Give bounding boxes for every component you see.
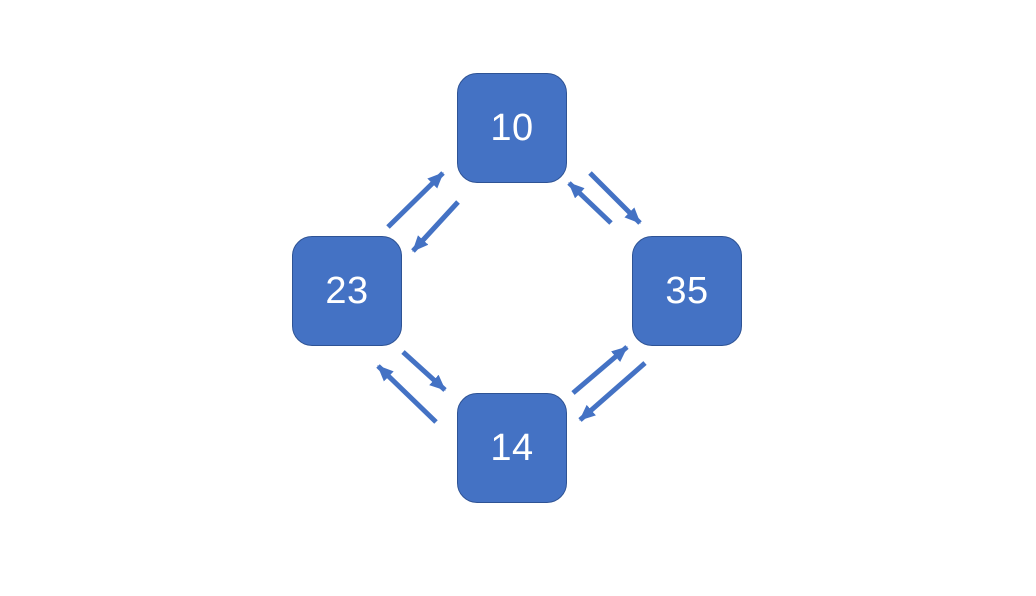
- node-bottom-label: 14: [490, 427, 534, 469]
- node-top: 10: [457, 73, 567, 183]
- arrow-right-to-top: [567, 181, 613, 225]
- arrow-bottom-to-left: [376, 364, 438, 424]
- arrow-bottom-to-right: [571, 345, 629, 395]
- arrow-right-to-bottom: [578, 361, 647, 422]
- node-left-label: 23: [325, 270, 369, 312]
- arrow-top-to-left: [411, 200, 460, 253]
- arrow-top-to-right: [588, 171, 642, 225]
- arrow-left-to-bottom: [401, 350, 447, 392]
- node-bottom: 14: [457, 393, 567, 503]
- node-left: 23: [292, 236, 402, 346]
- node-top-label: 10: [490, 107, 534, 149]
- arrow-left-to-top: [386, 171, 445, 229]
- node-right: 35: [632, 236, 742, 346]
- node-right-label: 35: [665, 270, 709, 312]
